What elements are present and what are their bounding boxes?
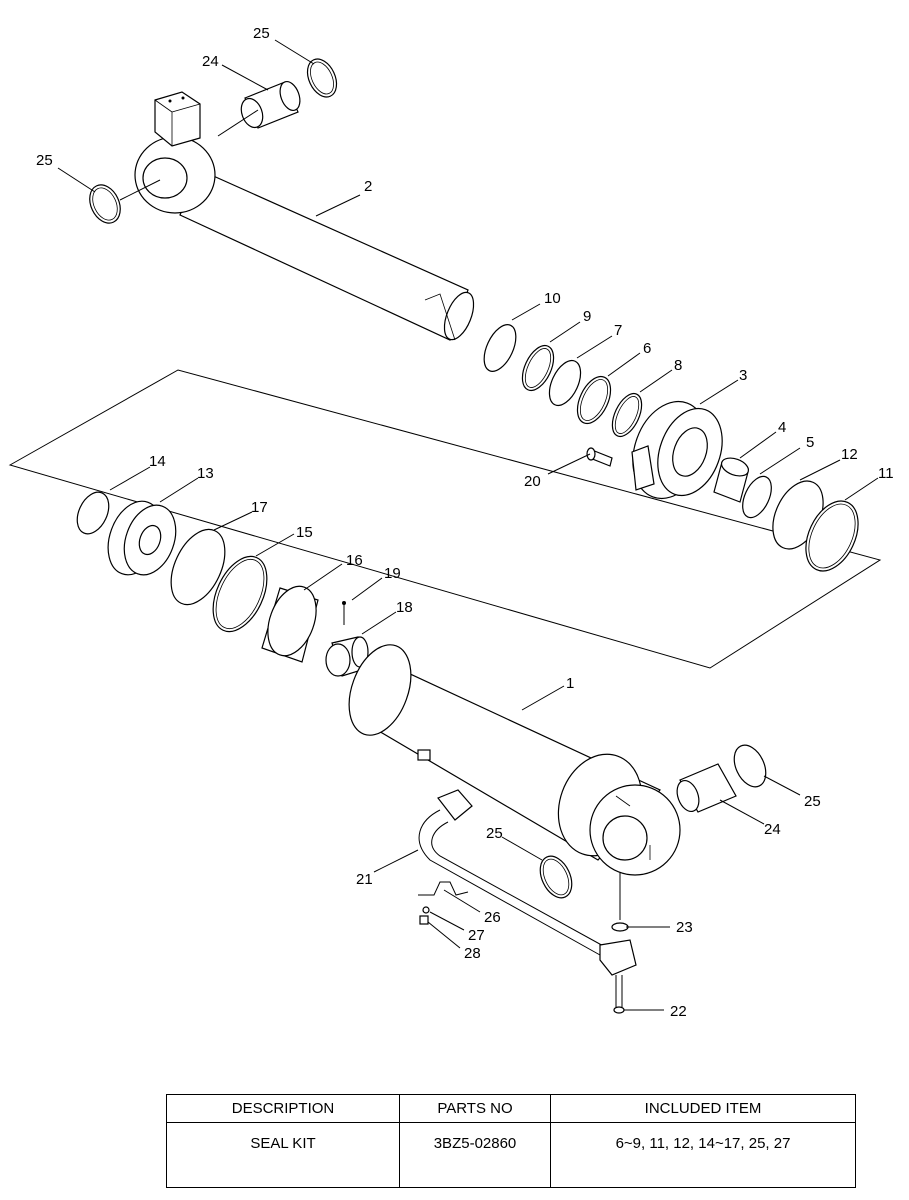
part-25-ring-bottom <box>539 855 573 899</box>
part-6-ring <box>576 375 612 425</box>
label-8: 8 <box>674 357 682 374</box>
cell-description: SEAL KIT <box>166 1122 400 1188</box>
label-13: 13 <box>197 465 214 482</box>
part-27-washer <box>422 906 430 914</box>
part-1-cylinder-tube <box>348 644 681 876</box>
part-8-ring <box>611 392 643 438</box>
label-18: 18 <box>396 599 413 616</box>
part-25-ring-left <box>89 184 121 224</box>
part-14-ring <box>76 491 110 535</box>
table-header-row: DESCRIPTION PARTS NO INCLUDED ITEM <box>166 1094 856 1123</box>
label-23: 23 <box>676 919 693 936</box>
header-included-item: INCLUDED ITEM <box>550 1094 856 1123</box>
label-19: 19 <box>384 565 401 582</box>
label-21: 21 <box>356 871 373 888</box>
header-parts-no: PARTS NO <box>399 1094 551 1123</box>
cell-included-item: 6~9, 11, 12, 14~17, 25, 27 <box>550 1122 856 1188</box>
label-12: 12 <box>841 446 858 463</box>
label-9: 9 <box>583 308 591 325</box>
label-20: 20 <box>524 473 541 490</box>
part-5-ring <box>742 475 772 519</box>
label-6: 6 <box>643 340 651 357</box>
header-description: DESCRIPTION <box>166 1094 400 1123</box>
part-number-labels: 1 2 3 4 5 6 7 8 9 10 11 12 13 14 15 16 1… <box>36 25 894 1020</box>
label-25-bottom: 25 <box>486 825 503 842</box>
label-26: 26 <box>484 909 501 926</box>
part-18-cushion-ring <box>325 636 369 677</box>
label-25-right: 25 <box>804 793 821 810</box>
leader-lines <box>57 39 879 1011</box>
part-3-rod-cover <box>631 400 723 500</box>
part-21-pipe <box>418 789 637 976</box>
label-27: 27 <box>468 927 485 944</box>
part-20-bolt <box>586 447 613 467</box>
exploded-parts-diagram: 1 2 3 4 5 6 7 8 9 10 11 12 13 14 15 16 1… <box>8 25 894 1020</box>
label-25-left: 25 <box>36 152 53 169</box>
label-10: 10 <box>544 290 561 307</box>
part-19-pin <box>342 601 346 625</box>
seal-kit-outline <box>8 369 882 669</box>
table-row: SEAL KIT 3BZ5-02860 6~9, 11, 12, 14~17, … <box>166 1122 856 1188</box>
label-3: 3 <box>739 367 747 384</box>
label-5: 5 <box>806 434 814 451</box>
label-14: 14 <box>149 453 166 470</box>
label-4: 4 <box>778 419 786 436</box>
part-24-bushing-right <box>676 763 737 813</box>
part-24-bushing-top <box>240 80 301 129</box>
label-24-top: 24 <box>202 53 219 70</box>
part-9-ring <box>521 344 555 392</box>
label-2: 2 <box>364 178 372 195</box>
part-25-ring-top <box>306 58 338 98</box>
label-17: 17 <box>251 499 268 516</box>
cell-parts-no: 3BZ5-02860 <box>399 1122 551 1188</box>
label-25-top: 25 <box>253 25 270 42</box>
label-7: 7 <box>614 322 622 339</box>
part-23-o-ring <box>611 922 629 932</box>
label-22: 22 <box>670 1003 687 1020</box>
label-1: 1 <box>566 675 574 692</box>
part-25-ring-right <box>733 744 767 788</box>
part-26-clamp <box>418 881 469 896</box>
part-22-bolt <box>613 975 625 1014</box>
part-2-piston-rod <box>134 91 475 341</box>
parts-table: DESCRIPTION PARTS NO INCLUDED ITEM SEAL … <box>166 1094 856 1188</box>
label-28: 28 <box>464 945 481 962</box>
label-15: 15 <box>296 524 313 541</box>
part-17-ring <box>170 528 226 606</box>
part-28-bolt <box>419 915 429 925</box>
part-16-ring <box>261 585 319 663</box>
label-24-right: 24 <box>764 821 781 838</box>
part-4-bushing <box>713 457 750 503</box>
part-10-ring <box>483 324 517 372</box>
label-11: 11 <box>878 465 894 482</box>
part-13-piston <box>107 500 177 576</box>
label-16: 16 <box>346 552 363 569</box>
part-7-ring <box>548 359 582 407</box>
part-15-ring <box>212 555 268 633</box>
